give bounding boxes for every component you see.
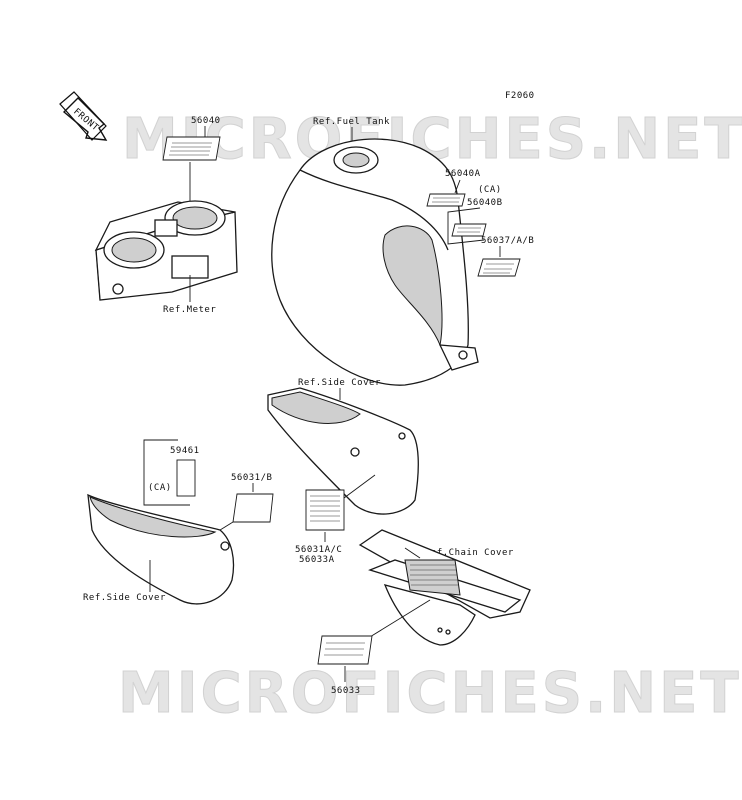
fuel-tank <box>271 138 479 386</box>
label-ref-chain-cover: Ref.Chain Cover <box>425 548 514 558</box>
label-56031B: 56031/B <box>231 473 272 483</box>
front-arrow-icon: FRONT <box>59 91 108 141</box>
label-56033A: 56033A <box>299 555 335 565</box>
label-56040A: 56040A <box>445 169 481 179</box>
chain-cover <box>358 529 531 646</box>
decal-56033 <box>317 635 373 665</box>
label-56031AC: 56031A/C <box>295 545 342 555</box>
label-56037: 56037/A/B <box>481 236 534 246</box>
watermark-top: MICROFICHES.NET <box>122 107 742 172</box>
decal-56040 <box>162 136 221 161</box>
decal-56031AC <box>305 489 345 531</box>
label-59461: 59461 <box>170 446 200 456</box>
decal-56040B <box>451 223 487 237</box>
label-ca-left: (CA) <box>148 483 172 493</box>
decal-59461 <box>176 459 196 497</box>
label-ca-top: (CA) <box>478 185 502 195</box>
label-56040: 56040 <box>191 116 221 126</box>
side-cover-left <box>87 493 235 605</box>
label-ref-side-cover-left: Ref.Side Cover <box>83 593 166 603</box>
side-cover-right <box>267 387 419 515</box>
meter-assembly <box>94 200 238 301</box>
label-56040B: 56040B <box>467 198 503 208</box>
label-ref-side-cover-right: Ref.Side Cover <box>298 378 381 388</box>
decal-56040A <box>426 193 466 207</box>
label-ref-meter: Ref.Meter <box>163 305 216 315</box>
label-56033: 56033 <box>331 686 361 696</box>
decal-56031B <box>232 493 274 523</box>
watermark-bottom: MICROFICHES.NET <box>118 661 742 726</box>
label-ref-fuel-tank: Ref.Fuel Tank <box>313 117 390 127</box>
decal-56037 <box>477 258 521 277</box>
diagram-code: F2060 <box>505 91 535 101</box>
